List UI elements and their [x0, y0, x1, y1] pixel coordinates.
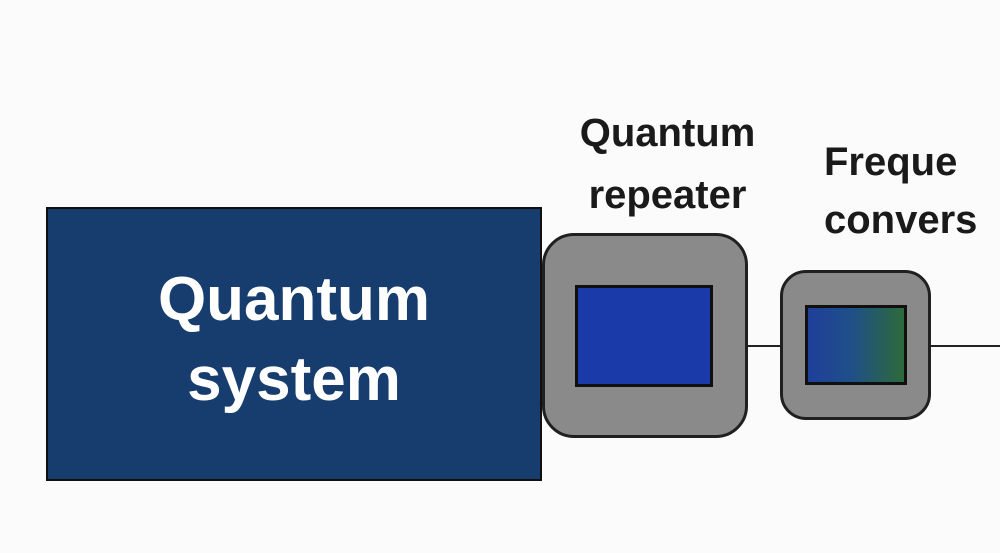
- quantum-repeater-title-line1: Quantum: [579, 111, 756, 155]
- repeater-converter-connector: [748, 345, 780, 347]
- frequency-converter-core: [805, 305, 907, 385]
- quantum-system-label-line1: Quantum: [157, 265, 431, 334]
- frequency-converter-title-line2: convers: [824, 198, 978, 242]
- converter-output-connector: [931, 345, 1000, 347]
- quantum-system-block: Quantum system: [46, 207, 542, 481]
- frequency-converter-title-line1: Freque: [824, 140, 958, 184]
- quantum-system-label-line2: system: [187, 345, 401, 414]
- quantum-repeater-title: Quantum repeater: [545, 102, 790, 226]
- frequency-converter-title: Freque convers: [824, 133, 1000, 249]
- quantum-repeater-title-line2: repeater: [588, 173, 747, 217]
- quantum-system-label: Quantum system: [158, 260, 430, 420]
- quantum-repeater-core: [575, 285, 713, 387]
